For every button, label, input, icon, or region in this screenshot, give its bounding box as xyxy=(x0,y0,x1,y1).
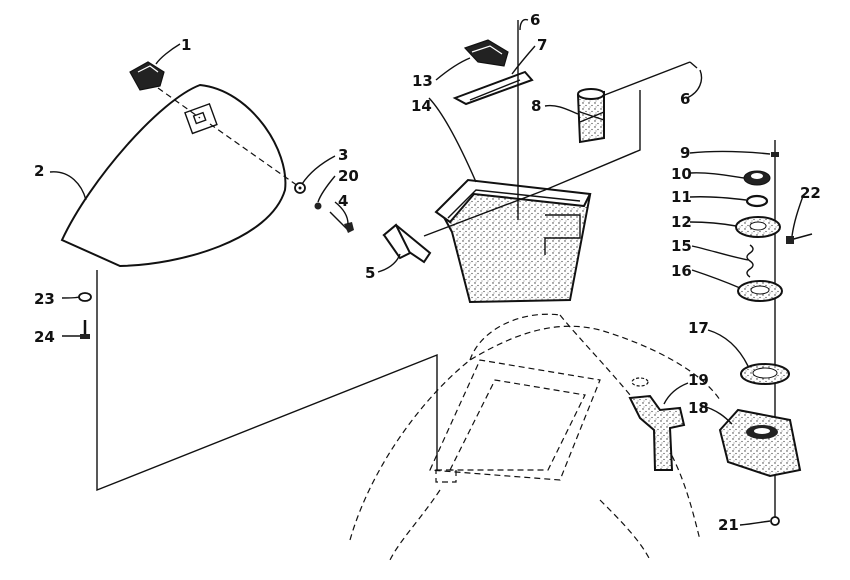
rods xyxy=(423,20,698,237)
callout-19: 19 xyxy=(688,371,709,389)
right-stack-parts xyxy=(718,140,813,526)
storage-tray-part xyxy=(434,178,592,304)
callout-11: 11 xyxy=(671,188,692,206)
callout-23: 23 xyxy=(34,290,55,308)
hex-key-bracket xyxy=(382,223,432,264)
callout-14: 14 xyxy=(411,97,432,115)
callout-1: 1 xyxy=(181,36,191,54)
callout-18: 18 xyxy=(688,399,709,417)
side-fasteners xyxy=(78,292,92,339)
hose-part xyxy=(628,377,686,471)
callout-20: 20 xyxy=(338,167,359,185)
callout-5: 5 xyxy=(365,264,375,282)
cylinder-part xyxy=(576,88,605,144)
callout-2: 2 xyxy=(34,162,44,180)
callout-10: 10 xyxy=(671,165,692,183)
callout-6a: 6 xyxy=(530,11,540,29)
washer-bolt-hardware xyxy=(294,182,354,233)
callout-6b: 6 xyxy=(680,90,690,108)
hood-cover-part xyxy=(60,83,299,268)
callout-12: 12 xyxy=(671,213,692,231)
chassis-outline-dashed xyxy=(349,313,721,561)
callout-4: 4 xyxy=(338,192,348,210)
latch-part xyxy=(129,61,201,119)
callout-3: 3 xyxy=(338,146,348,164)
callout-24: 24 xyxy=(34,328,55,346)
callout-16: 16 xyxy=(671,262,692,280)
assembly-lines xyxy=(96,270,438,492)
strap-parts xyxy=(452,39,534,106)
callout-13: 13 xyxy=(412,72,433,90)
callout-7: 7 xyxy=(537,36,547,54)
leader-lines xyxy=(49,18,804,526)
callout-9: 9 xyxy=(680,144,690,162)
callout-22: 22 xyxy=(800,184,821,202)
callout-21: 21 xyxy=(718,516,739,534)
callout-15: 15 xyxy=(671,237,692,255)
callout-8: 8 xyxy=(531,97,541,115)
callout-17: 17 xyxy=(688,319,709,337)
callout-labels: 1 2 3 20 4 5 6 7 13 14 8 6 9 10 11 12 15… xyxy=(34,11,821,534)
